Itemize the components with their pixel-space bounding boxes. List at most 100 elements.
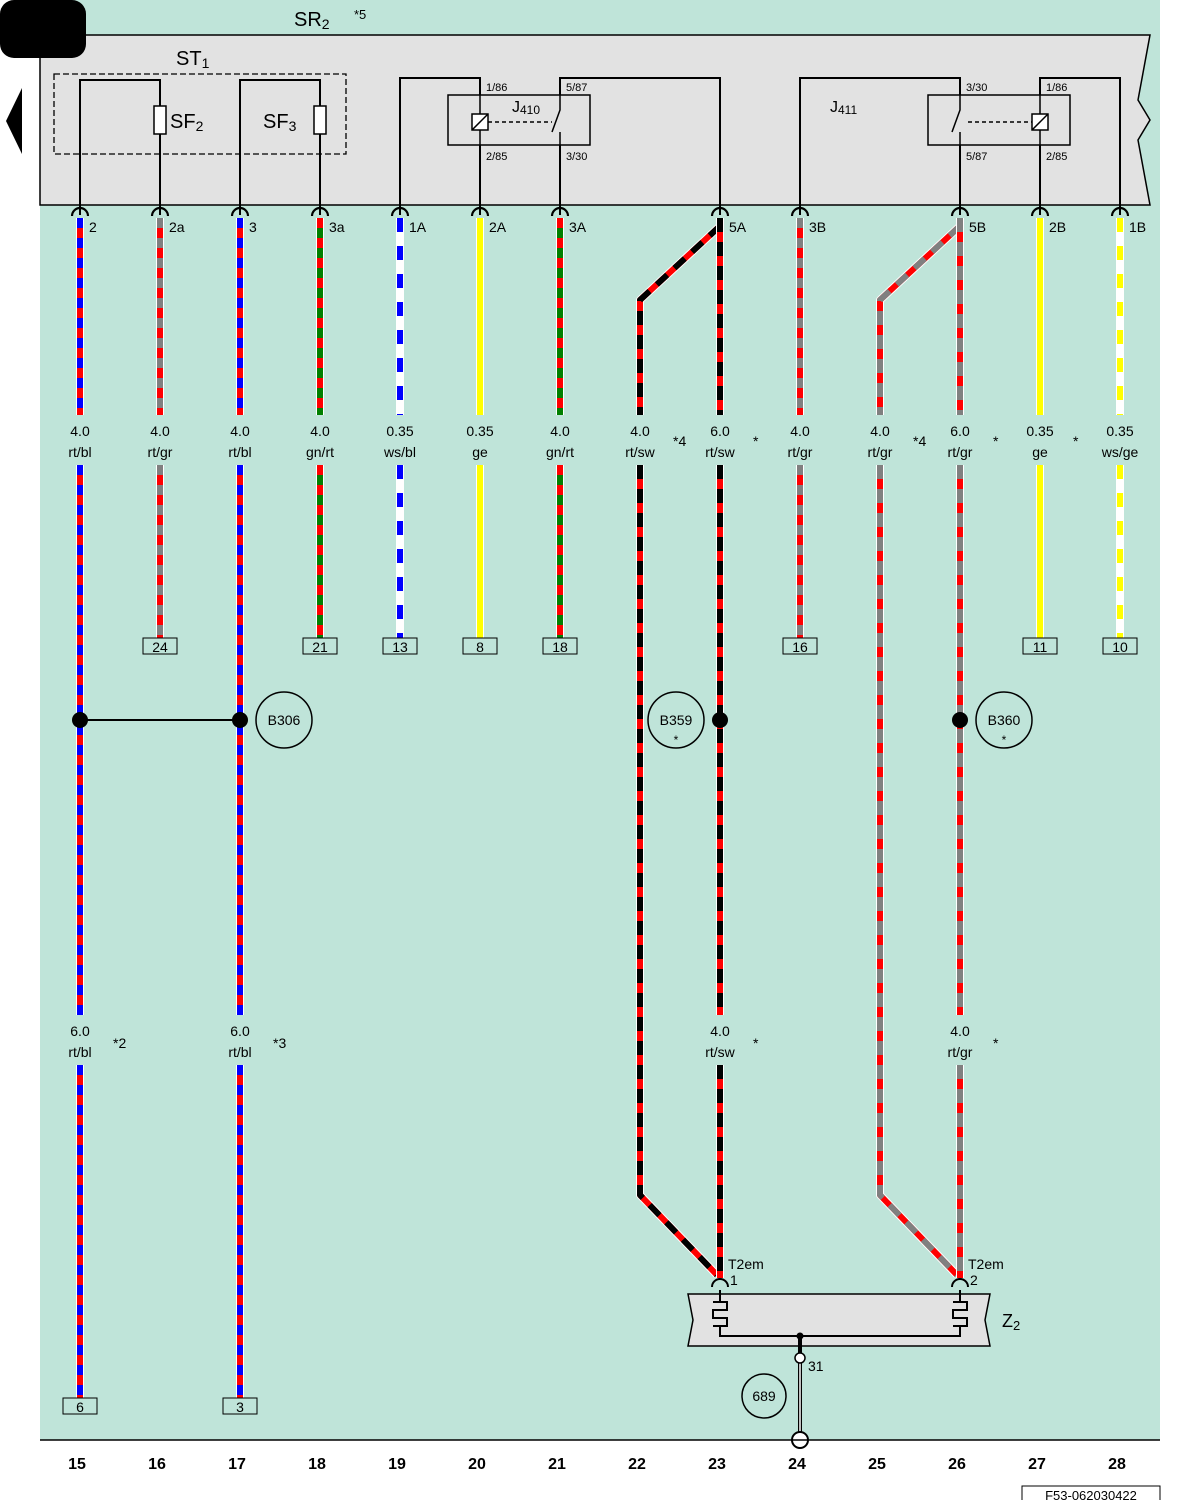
splice-b306-circle[interactable] — [255, 691, 313, 749]
connector-pin-cup — [470, 206, 490, 217]
connector-pin-cup — [230, 206, 250, 217]
wire-note: *4 — [913, 433, 926, 449]
relay-j410-pin: 3/30 — [566, 151, 587, 163]
wire-color-label: rt/sw — [705, 1044, 735, 1060]
splice-b359-label: B359 — [660, 712, 693, 728]
connector-pin-cup — [550, 206, 570, 217]
fuse-sf2-symbol — [153, 105, 167, 135]
wire-size-label: 6.0 — [70, 1023, 90, 1039]
connector-pin-label: 2 — [970, 1272, 978, 1288]
wire-track-25-stripe — [877, 223, 963, 415]
wire-size-label: 4.0 — [710, 1023, 730, 1039]
ground-point-circle[interactable] — [741, 1373, 787, 1419]
wire-size-label: 4.0 — [790, 423, 810, 439]
wire-size-label: 0.35 — [1106, 423, 1133, 439]
splice-b359-circle[interactable] — [647, 691, 705, 749]
module-label: SR2 — [294, 9, 330, 32]
splice-dot — [712, 712, 728, 728]
diagram-id-box — [1021, 1485, 1161, 1500]
continuation-box[interactable] — [462, 637, 498, 655]
splice-b360-note: * — [1002, 733, 1007, 747]
pin-label: 2A — [489, 219, 507, 235]
fuse-sf3-label: SF3 — [263, 111, 297, 134]
continuation-box[interactable] — [62, 1397, 98, 1415]
wire-size-label: 4.0 — [230, 423, 250, 439]
connector-pin-2 — [951, 1278, 969, 1288]
wire-color-label: gn/rt — [546, 444, 574, 460]
relay-j411-lines — [799, 77, 1121, 215]
continuation-box[interactable] — [142, 637, 178, 655]
pin-label: 3B — [809, 219, 826, 235]
ground-point-label: 689 — [752, 1388, 776, 1404]
connector-label: T2em — [728, 1256, 764, 1272]
wire-color-label: gn/rt — [306, 444, 334, 460]
track-number: 25 — [868, 1456, 886, 1473]
track-number: 22 — [628, 1456, 646, 1473]
component-z2-label: Z2 — [1002, 1311, 1020, 1333]
continuation-box[interactable] — [302, 637, 338, 655]
continuation-box[interactable] — [222, 1397, 258, 1415]
continuation-box[interactable] — [1022, 637, 1058, 655]
fuse-block-outline — [53, 73, 347, 155]
relay-j410-label: J410 — [512, 99, 540, 117]
wire-color-label: rt/gr — [948, 1044, 973, 1060]
relay-j411-pin: 2/85 — [1046, 151, 1067, 163]
back-arrow-icon[interactable] — [6, 88, 22, 154]
wire-size-label: 4.0 — [630, 423, 650, 439]
track-number: 24 — [788, 1456, 806, 1473]
wire-color-label: rt/sw — [705, 444, 735, 460]
splice-b360-circle[interactable] — [975, 691, 1033, 749]
pin-label: 2a — [169, 219, 185, 235]
component-z2-housing — [687, 1293, 991, 1347]
track-number: 17 — [228, 1456, 246, 1473]
continuation-box[interactable] — [782, 637, 818, 655]
wire-size-label: 6.0 — [710, 423, 730, 439]
wire-size-label: 4.0 — [70, 423, 90, 439]
connector-pin-cup — [70, 206, 90, 217]
track-number: 20 — [468, 1456, 486, 1473]
connector-pin-label: 1 — [730, 1272, 738, 1288]
fuse-sf2-label: SF2 — [170, 111, 204, 134]
relay-j410-box — [447, 94, 591, 146]
relay-j410-pin: 1/86 — [486, 82, 507, 94]
wire-track-25-stripe — [877, 465, 960, 1278]
wire-note: * — [753, 1035, 759, 1051]
track-number: 18 — [308, 1456, 326, 1473]
splice-dot — [952, 712, 968, 728]
connector-pin-1 — [711, 1278, 729, 1288]
track-number: 26 — [948, 1456, 966, 1473]
relay-j411-coil — [951, 95, 1049, 145]
continuation-label: 13 — [392, 639, 408, 655]
module-note: *5 — [354, 7, 366, 22]
continuation-box[interactable] — [542, 637, 578, 655]
splice-b306-label: B306 — [268, 712, 301, 728]
continuation-box[interactable] — [1102, 637, 1138, 655]
track-number: 19 — [388, 1456, 406, 1473]
wire-note: * — [753, 433, 759, 449]
continuation-boxes: 24 21 13 8 18 16 11 10 6 3 — [62, 637, 1138, 1415]
continuation-label: 10 — [1112, 639, 1128, 655]
wire-track-22-stripe — [637, 465, 720, 1278]
ground-terminal-label: 31 — [808, 1358, 824, 1374]
wire-size-label: 4.0 — [870, 423, 890, 439]
continuation-box[interactable] — [382, 637, 418, 655]
wire-track-22-stripe — [637, 223, 723, 415]
fuse-block-lines — [79, 79, 321, 215]
pin-label: 5A — [729, 219, 747, 235]
wire-color-label: rt/gr — [948, 444, 973, 460]
ground-terminal-icon — [794, 1352, 806, 1364]
wire-size-label: 4.0 — [150, 423, 170, 439]
fuse-sf3-symbol — [313, 105, 327, 135]
continuation-label: 6 — [76, 1399, 84, 1415]
wire-size-label: 0.35 — [386, 423, 413, 439]
connector-pin-cup — [310, 206, 330, 217]
continuation-label: 8 — [476, 639, 484, 655]
labels-layer: 4.0rt/bl4.0rt/gr4.0rt/bl4.0gn/rt0.35ws/b… — [68, 423, 1138, 1060]
relay-j411-label: J411 — [830, 99, 857, 117]
connector-pin-cup — [390, 206, 410, 217]
pin-label: 5B — [969, 219, 986, 235]
wire-color-label: rt/bl — [68, 1044, 91, 1060]
wires-layer — [76, 218, 1124, 1398]
